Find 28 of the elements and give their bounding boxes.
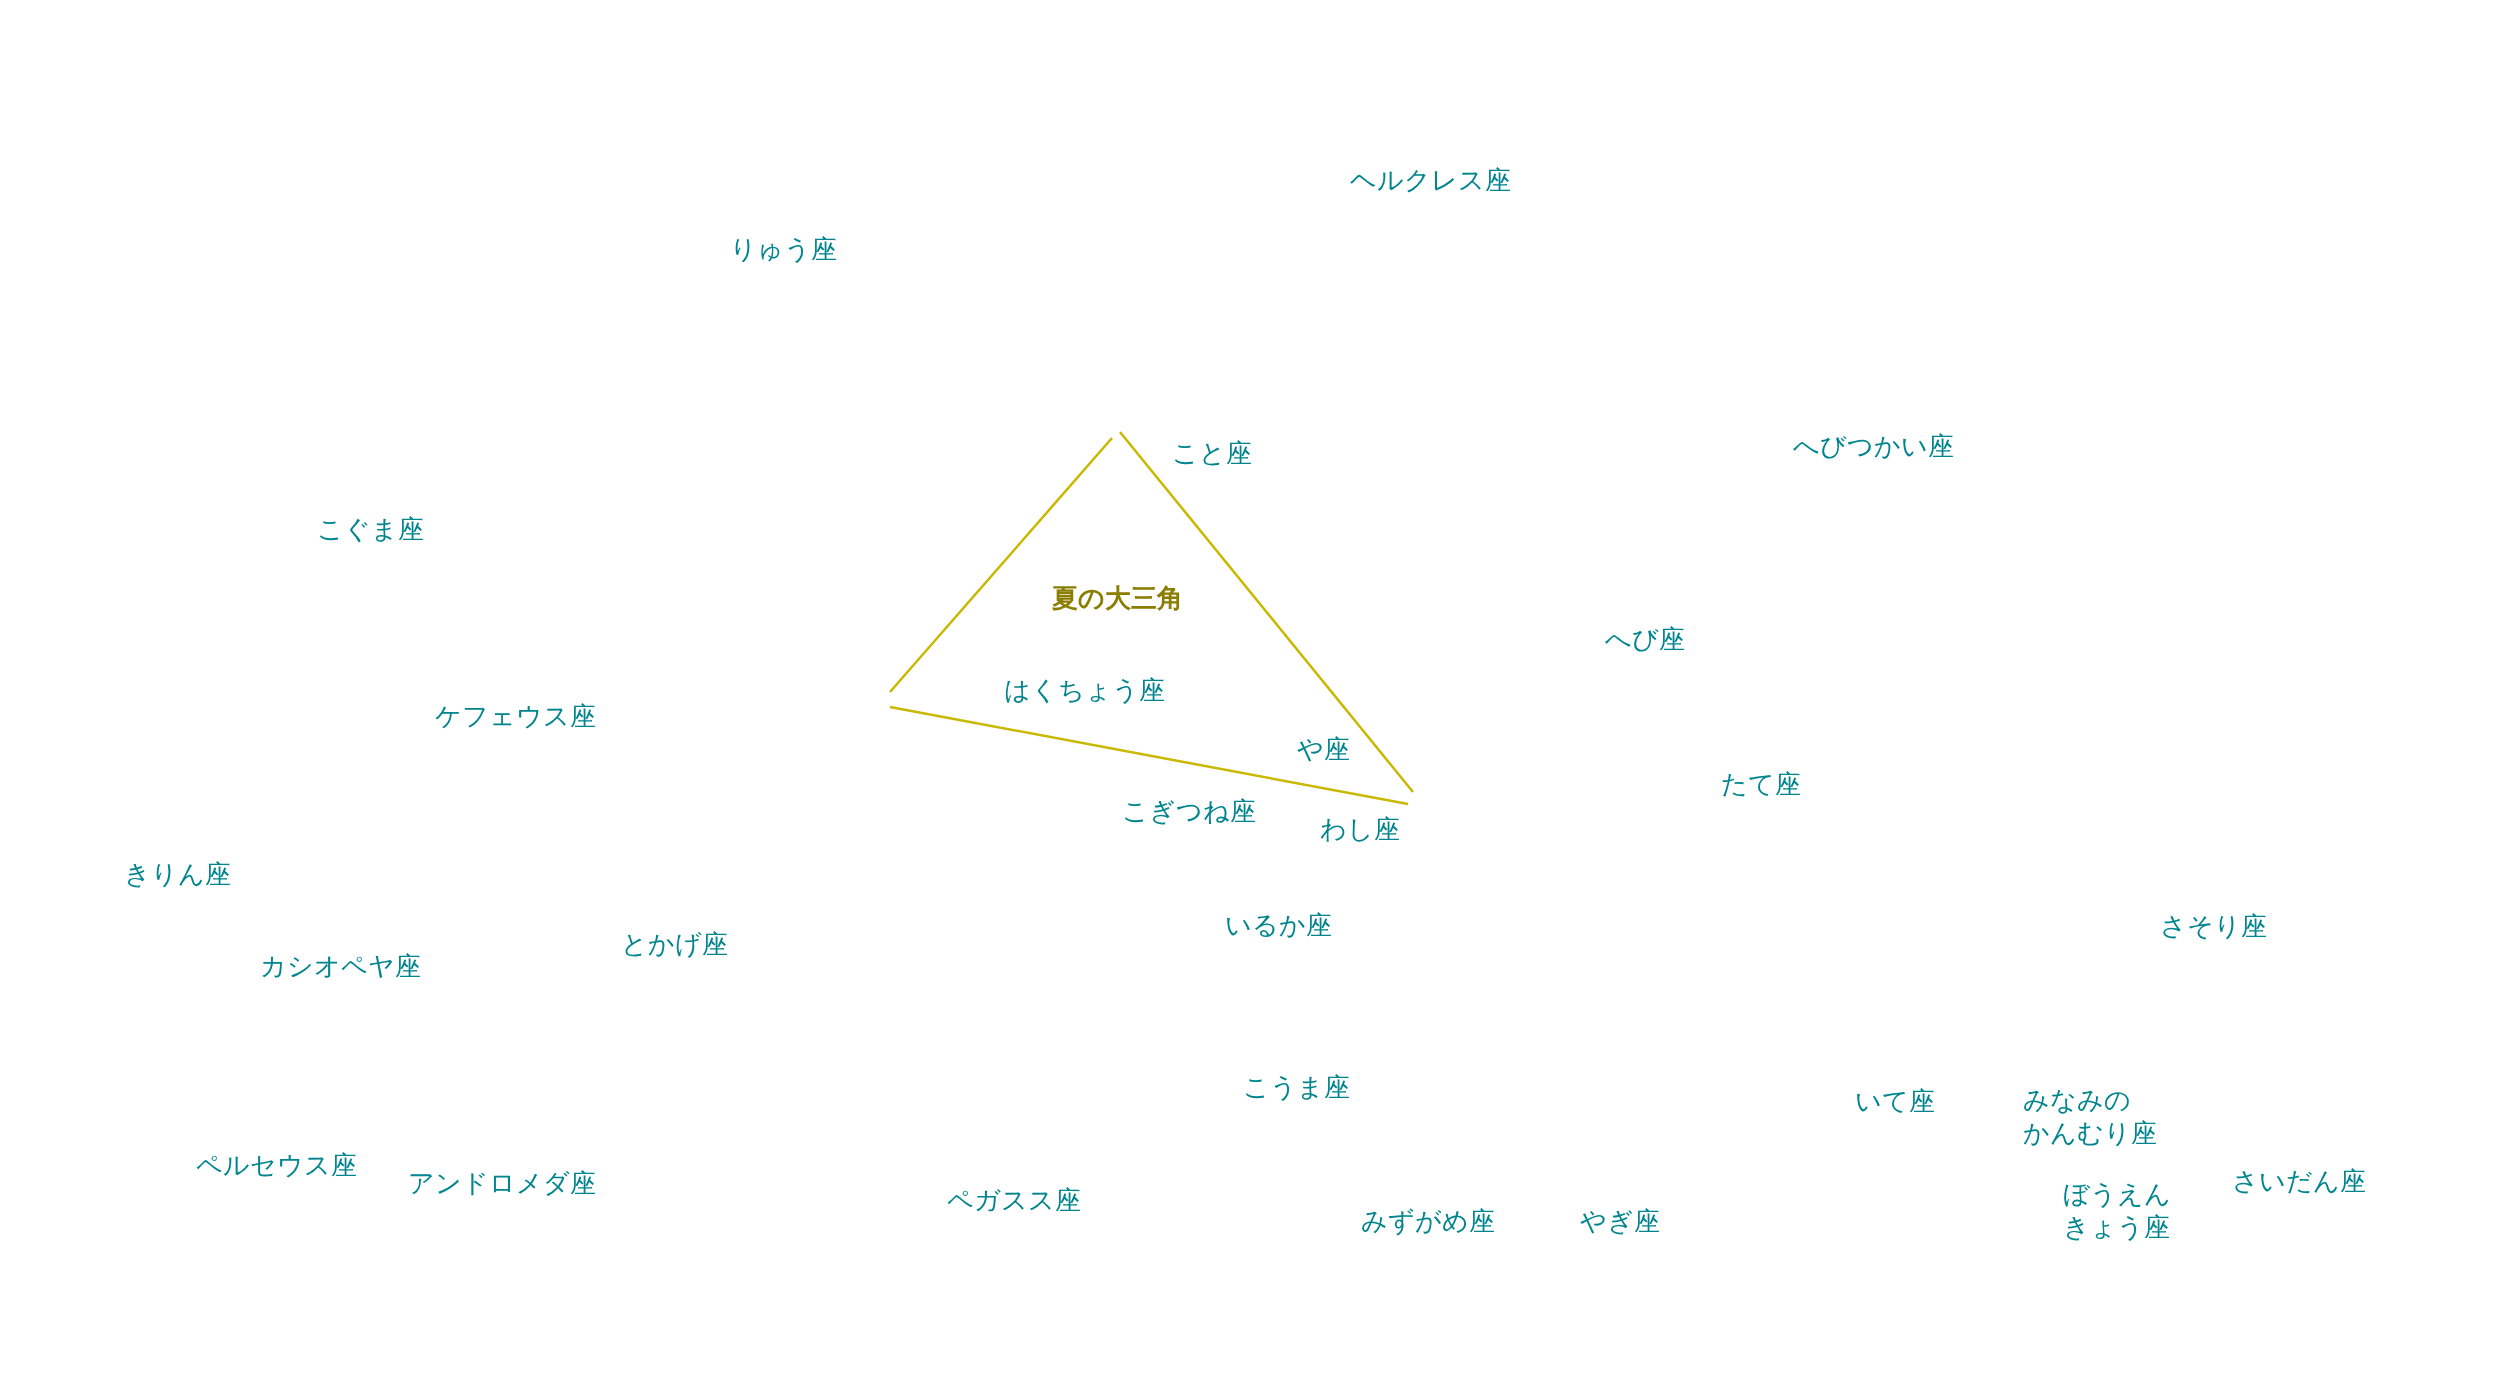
constellation-label: いるか座 xyxy=(1224,908,1332,942)
constellation-label: へび座 xyxy=(1605,622,1685,656)
constellation-label: やぎ座 xyxy=(1580,1204,1660,1238)
constellation-label: わし座 xyxy=(1320,812,1400,846)
constellation-label: みなみのかんむり座 xyxy=(2023,1083,2157,1149)
constellation-label: や座 xyxy=(1296,732,1350,766)
constellation-label: さいだん座 xyxy=(2232,1164,2366,1198)
constellation-label: いて座 xyxy=(1855,1084,1935,1118)
constellation-label: こうま座 xyxy=(1242,1070,1350,1104)
constellation-label: こと座 xyxy=(1172,436,1252,470)
constellation-label: ぼうえんきょう座 xyxy=(2063,1177,2171,1243)
constellation-label: とかげ座 xyxy=(620,927,728,961)
constellation-label: ヘルクレス座 xyxy=(1349,163,1511,197)
constellation-label: さそり座 xyxy=(2159,909,2267,943)
constellation-label: ケフェウス座 xyxy=(434,699,596,733)
constellation-label: こぐま座 xyxy=(316,512,424,546)
constellation-label: ペガスス座 xyxy=(947,1183,1081,1217)
constellation-label: はくちょう座 xyxy=(1003,673,1165,707)
constellation-label: へびつかい座 xyxy=(1792,429,1954,463)
region-label: 夏の大三角 xyxy=(1051,581,1183,615)
constellation-label: たて座 xyxy=(1721,767,1801,801)
constellation-label: きりん座 xyxy=(123,857,231,891)
constellation-label: カシオペヤ座 xyxy=(259,949,421,983)
constellation-label: ペルセウス座 xyxy=(195,1148,357,1182)
constellation-label: こぎつね座 xyxy=(1122,794,1256,828)
constellation-label: アンドロメダ座 xyxy=(408,1166,596,1200)
constellation-label: みずがめ座 xyxy=(1361,1204,1495,1238)
constellation-label: りゅう座 xyxy=(729,232,837,266)
